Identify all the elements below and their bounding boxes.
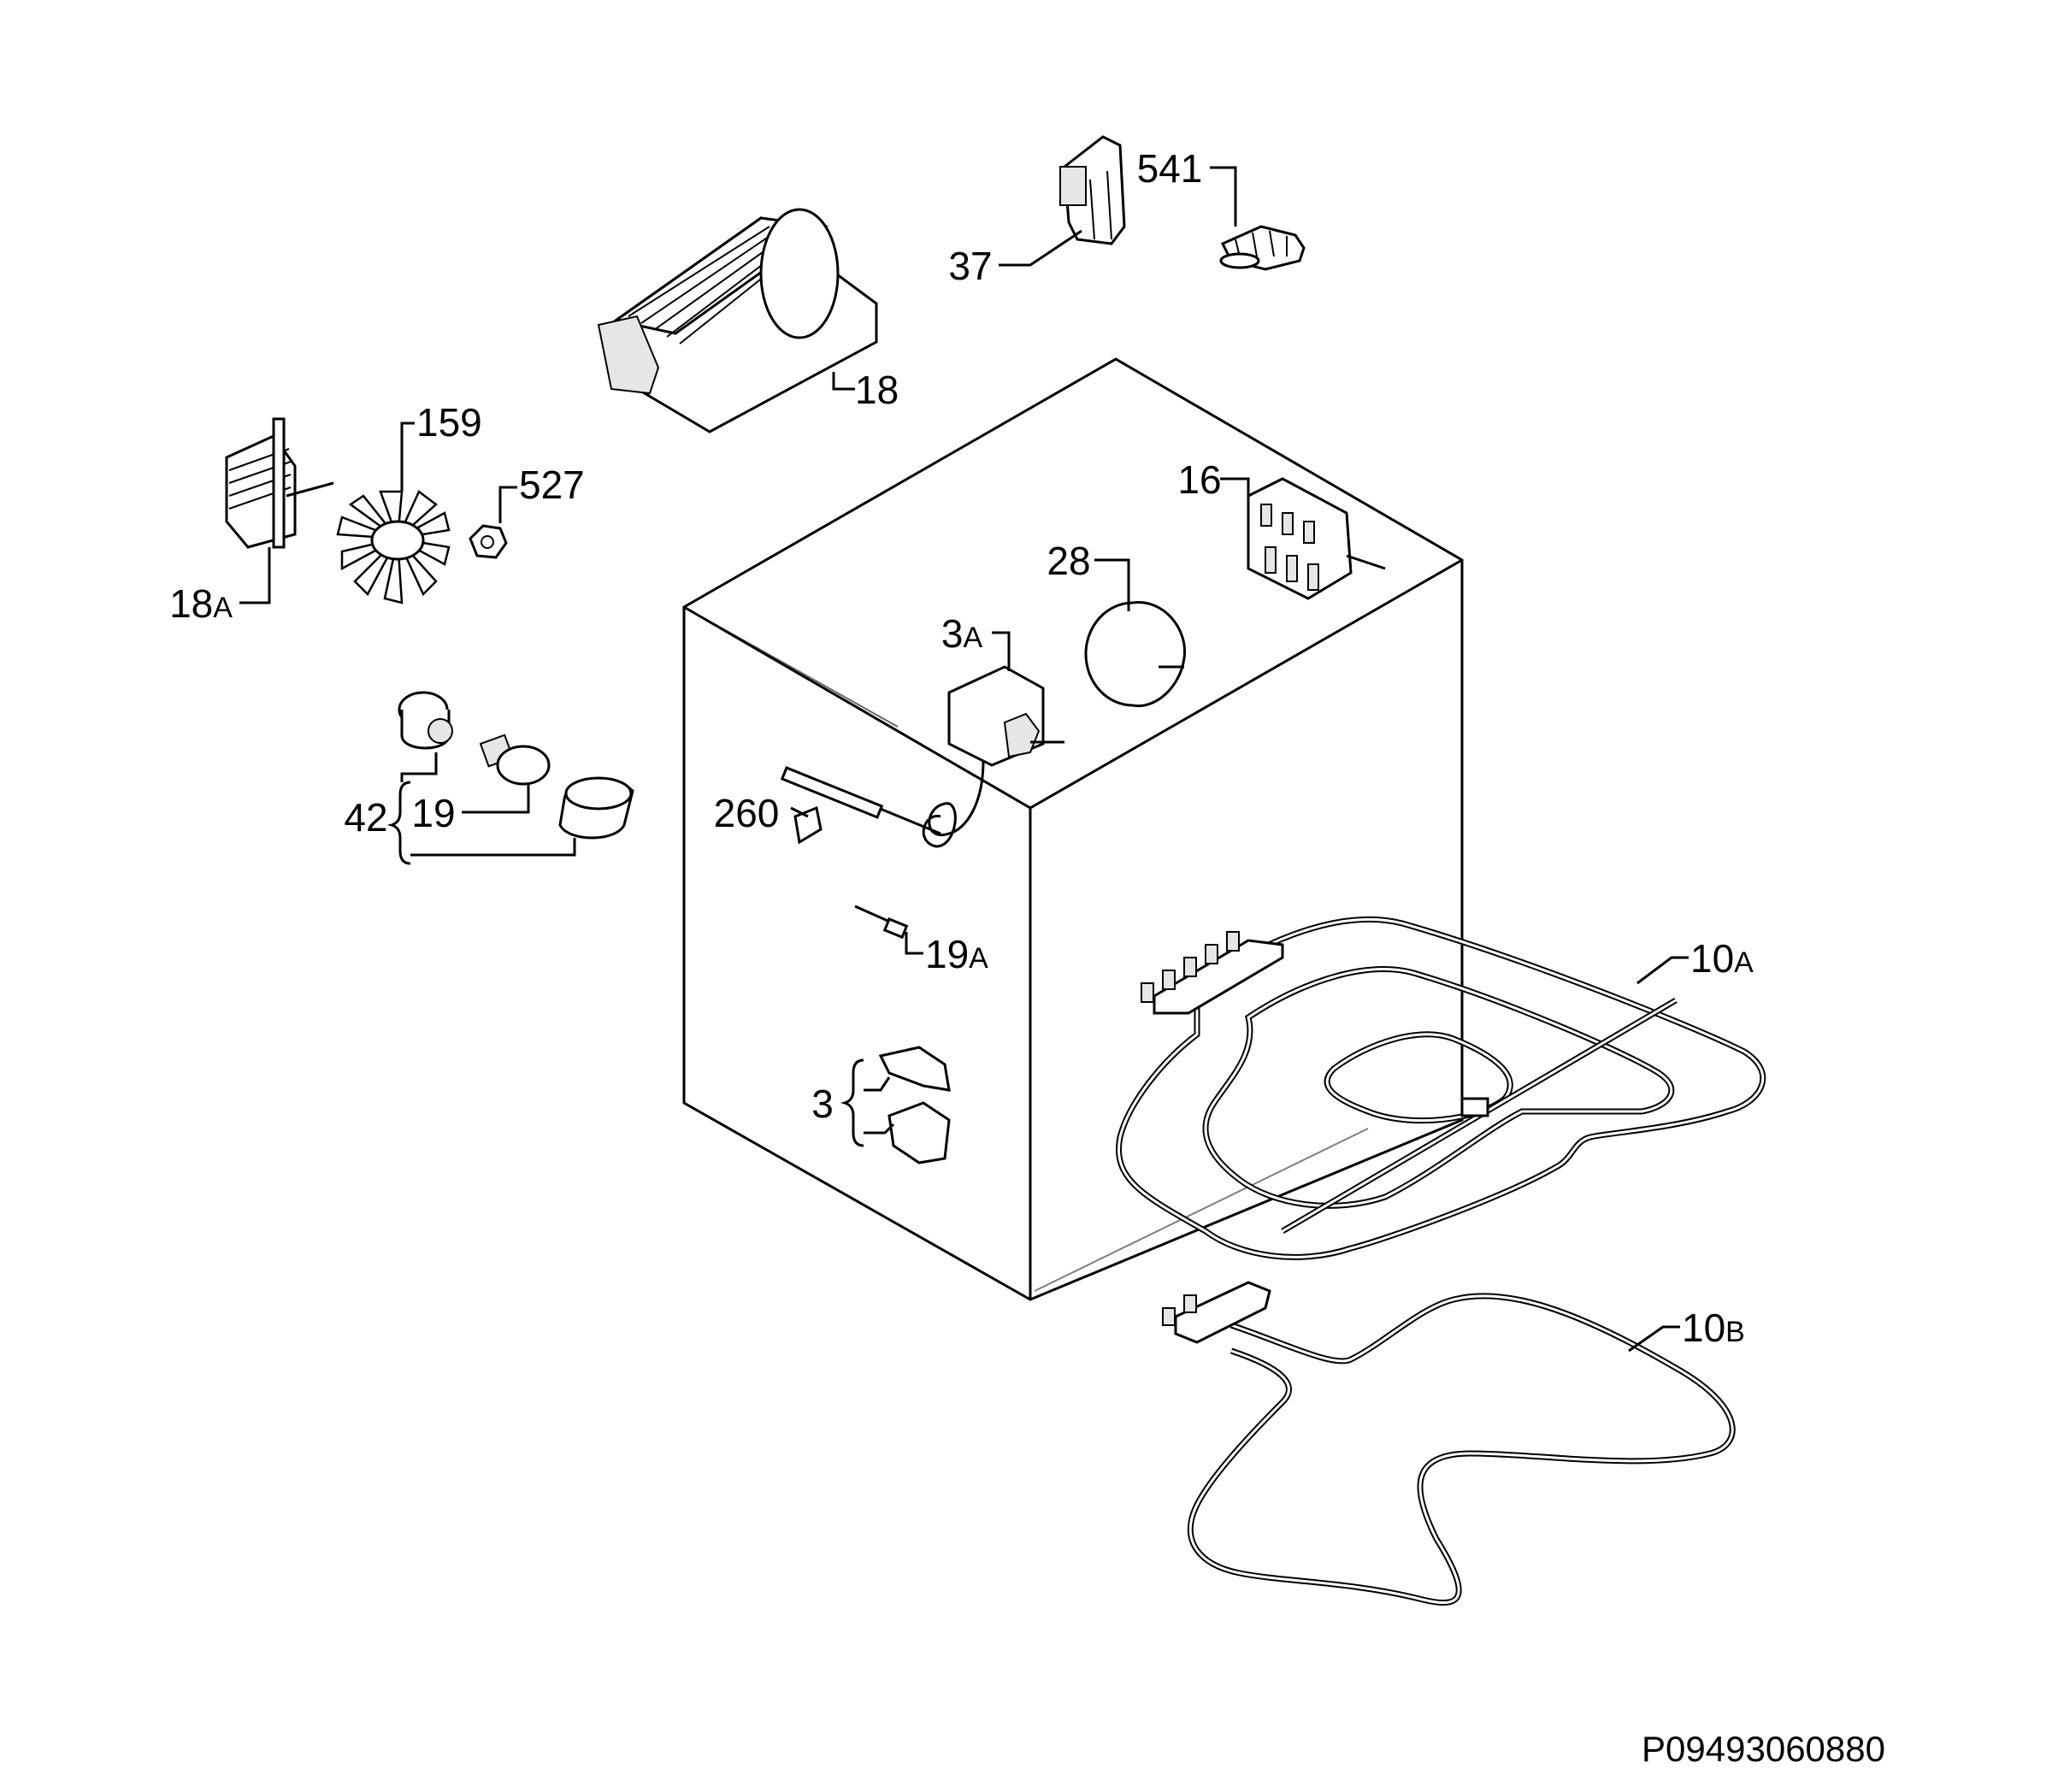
part-label-42: 42 <box>344 795 387 840</box>
part-label-3a-number: 3 <box>941 611 964 656</box>
part-18a-fan-motor: 18A <box>169 417 334 626</box>
part-18-tangential-fan: 18 <box>597 208 899 433</box>
part-label-37: 37 <box>948 244 992 288</box>
part-label-10b: 10B <box>1682 1306 1745 1350</box>
part-37-door-switch: 37 <box>948 135 1126 288</box>
part-label-159: 159 <box>416 400 482 445</box>
diagram-code: P09493060880 <box>1642 1729 1885 1769</box>
part-label-3a: 3A <box>941 611 983 656</box>
part-label-10b-number: 10 <box>1682 1306 1725 1350</box>
part-527-nut: 527 <box>469 463 585 559</box>
part-10b-bottom-element: 10B <box>1162 1281 1745 1606</box>
part-label-3: 3 <box>811 1082 834 1126</box>
part-label-18a-number: 18 <box>169 581 213 626</box>
part-159-fan-blade: 159 <box>336 400 482 604</box>
part-19a-wire-connector: 19A <box>854 905 988 976</box>
part-label-28: 28 <box>1047 539 1090 583</box>
part-label-3a-suffix: A <box>963 622 982 654</box>
part-541-terminal-block: 541 <box>1137 146 1306 271</box>
part-label-260: 260 <box>714 791 780 835</box>
part-19-lamp-bulb: 19 <box>411 734 551 835</box>
part-10a-grill-element: 10A <box>1116 917 1766 1260</box>
part-label-18a-suffix: A <box>213 592 233 624</box>
part-label-10b-suffix: B <box>1725 1316 1745 1348</box>
part-label-10a: 10A <box>1690 936 1754 981</box>
part-3a-thermostat: 3A <box>780 611 1064 848</box>
part-label-10a-suffix: A <box>1734 946 1754 979</box>
part-label-541: 541 <box>1137 146 1203 191</box>
part-label-16: 16 <box>1177 457 1221 502</box>
part-3-brackets: 3 <box>811 1046 951 1164</box>
part-label-19a-number: 19 <box>925 932 969 976</box>
oven-cavity-box <box>682 357 1464 1301</box>
part-label-19a-suffix: A <box>969 942 988 975</box>
part-16-selector-switch: 16 <box>1177 457 1386 600</box>
part-label-527: 527 <box>519 463 585 507</box>
part-label-19a: 19A <box>925 932 988 976</box>
part-label-18a: 18A <box>169 581 233 626</box>
part-42-lamp-assembly: 42 <box>344 691 634 865</box>
part-label-18: 18 <box>855 368 899 412</box>
part-label-19: 19 <box>411 791 455 835</box>
part-28-timer: 28 <box>1047 539 1187 708</box>
part-260-clip: 260 <box>714 791 823 845</box>
part-label-10a-number: 10 <box>1690 936 1734 981</box>
